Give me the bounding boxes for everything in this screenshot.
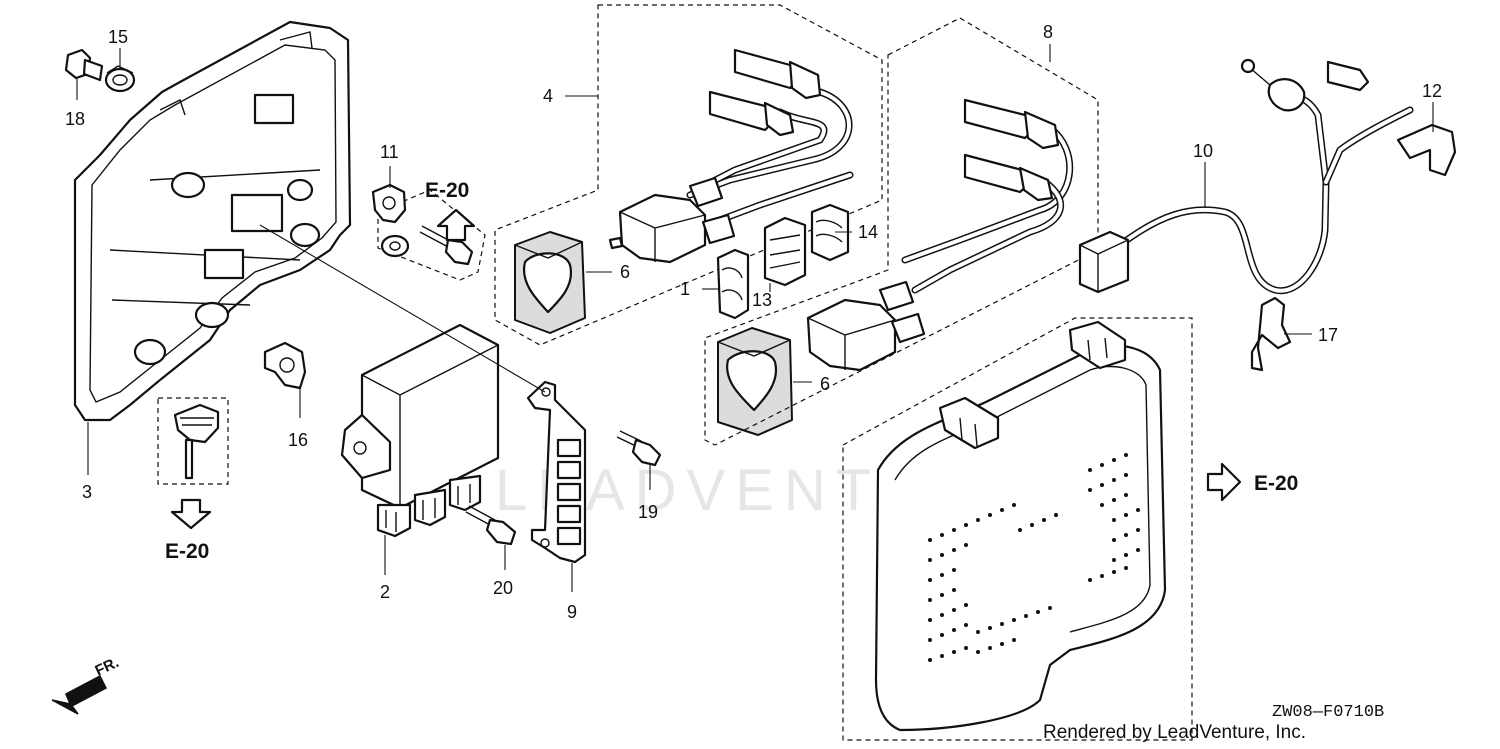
part-bracket xyxy=(526,380,587,564)
reference-label: E-20 xyxy=(165,540,209,563)
part-harness xyxy=(1078,58,1457,372)
part-cover xyxy=(842,317,1193,741)
front-label: FR. xyxy=(93,654,122,680)
callout-19: 19 xyxy=(638,502,658,522)
part-clip-11-group xyxy=(371,183,486,281)
front-arrow-icon xyxy=(51,674,107,715)
arrow-up-icon xyxy=(436,208,476,242)
reference-label: E-20 xyxy=(425,179,469,202)
callout-1: 1 xyxy=(680,279,690,299)
callout-labels: 1 2 3 4 6 6 8 9 10 11 12 13 14 15 16 17 … xyxy=(65,22,1442,622)
callout-18: 18 xyxy=(65,109,85,129)
callout-13: 13 xyxy=(752,290,772,310)
part-rubber-mount-upper xyxy=(514,231,586,334)
drawing-code: ZW08—F0710B xyxy=(1272,703,1384,722)
part-clip-16 xyxy=(263,341,307,390)
callout-12: 12 xyxy=(1422,81,1442,101)
reference-e20-upper: E-20 xyxy=(425,179,476,242)
reference-e20-right: E-20 xyxy=(1206,462,1298,502)
callout-20: 20 xyxy=(493,578,513,598)
render-credit: Rendered by LeadVenture, Inc. xyxy=(1043,722,1306,743)
reference-label: E-20 xyxy=(1254,472,1298,495)
callout-16: 16 xyxy=(288,430,308,450)
callout-3: 3 xyxy=(82,482,92,502)
part-wire-clamps xyxy=(716,203,850,320)
callout-8: 8 xyxy=(1043,22,1053,42)
part-rubber-mount-lower xyxy=(717,327,793,436)
callout-11: 11 xyxy=(380,142,399,162)
callout-14: 14 xyxy=(858,222,878,242)
part-ignition-coil-8 xyxy=(704,17,1099,446)
part-rear-panel xyxy=(73,20,352,422)
leader-lines xyxy=(76,44,1434,592)
cover-vent-holes xyxy=(928,453,1140,662)
callout-6-upper: 6 xyxy=(620,262,630,282)
part-ignition-coil-4 xyxy=(494,4,883,346)
reference-e20-lower-left: E-20 xyxy=(165,498,212,563)
part-control-module xyxy=(340,323,500,538)
callout-17: 17 xyxy=(1318,325,1338,345)
front-direction-indicator: FR. xyxy=(51,654,122,715)
callout-9: 9 xyxy=(567,602,577,622)
part-bolt-19 xyxy=(616,430,662,467)
callout-4: 4 xyxy=(543,86,553,106)
callout-15: 15 xyxy=(108,27,128,47)
callout-6-lower: 6 xyxy=(820,374,830,394)
callout-2: 2 xyxy=(380,582,390,602)
arrow-down-icon xyxy=(170,498,212,530)
part-collar-15 xyxy=(104,65,136,93)
part-cable-tie xyxy=(157,397,229,485)
callout-10: 10 xyxy=(1193,141,1213,161)
part-bolt-18 xyxy=(64,48,104,82)
part-bolt-20 xyxy=(465,505,517,546)
arrow-right-icon xyxy=(1206,462,1242,502)
